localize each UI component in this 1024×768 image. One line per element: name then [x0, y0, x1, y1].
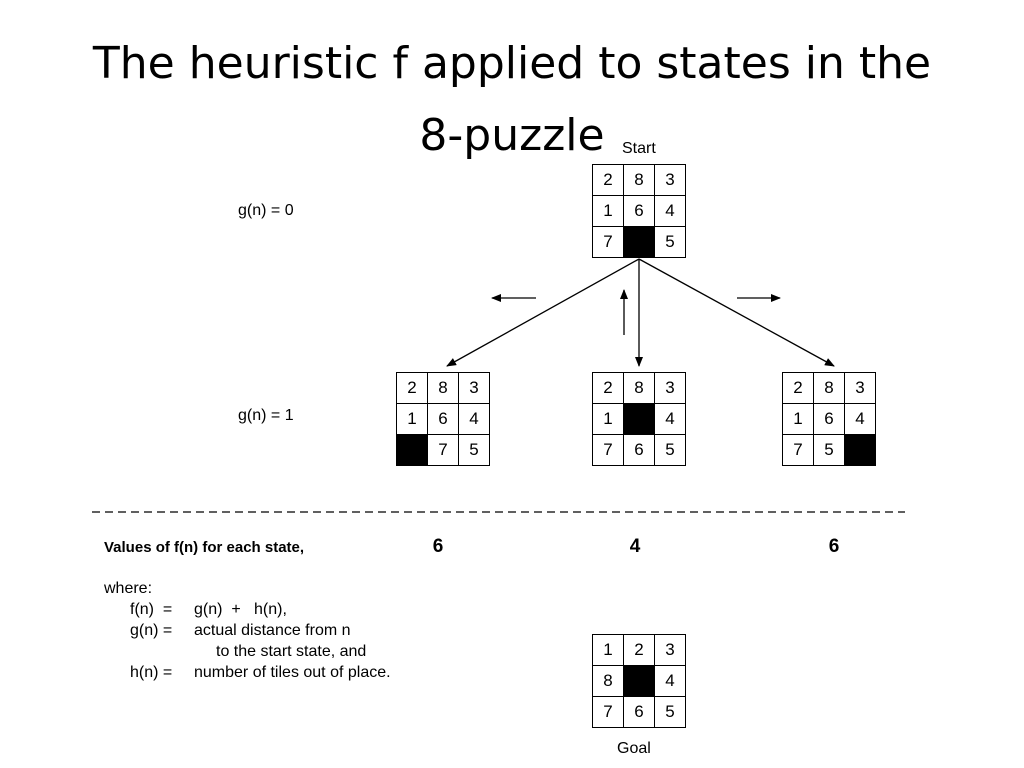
edge-to-left-child [446, 258, 640, 367]
puzzle-tile: 8 [624, 165, 655, 196]
puzzle-tile: 4 [655, 196, 686, 227]
puzzle-tile: 2 [593, 373, 624, 404]
where-heading: where: [104, 580, 153, 597]
puzzle-tile: 7 [593, 697, 624, 728]
blank-tile [397, 435, 428, 466]
title-line-2: 8-puzzle [419, 110, 605, 161]
g-zero-label: g(n) = 0 [238, 202, 294, 219]
g-definition-rhs-1: actual distance from n [194, 622, 351, 639]
slide-title: The heuristic f applied to states in the… [40, 28, 984, 172]
puzzle-tile: 4 [459, 404, 490, 435]
puzzle-tile: 8 [624, 373, 655, 404]
puzzle-tile: 4 [845, 404, 876, 435]
puzzle-tile: 6 [814, 404, 845, 435]
g-definition-lhs: g(n) = [130, 622, 173, 639]
f-value-right: 6 [828, 536, 840, 557]
g-one-label: g(n) = 1 [238, 407, 294, 424]
puzzle-tile: 7 [783, 435, 814, 466]
puzzle-tile: 7 [593, 227, 624, 258]
puzzle-tile: 3 [655, 165, 686, 196]
puzzle-tile: 6 [624, 435, 655, 466]
puzzle-tile: 6 [624, 697, 655, 728]
puzzle-tile: 5 [655, 227, 686, 258]
puzzle-tile: 1 [593, 635, 624, 666]
f-definition-rhs: g(n) + h(n), [194, 601, 287, 618]
h-definition-rhs: number of tiles out of place. [194, 664, 391, 681]
blank-tile [624, 404, 655, 435]
g-definition-rhs-2: to the start state, and [216, 643, 367, 660]
blank-tile [845, 435, 876, 466]
puzzle-tile: 2 [593, 165, 624, 196]
start-label: Start [622, 140, 656, 157]
puzzle-tile: 1 [397, 404, 428, 435]
puzzle-tile: 5 [655, 435, 686, 466]
f-values-caption: Values of f(n) for each state, [104, 539, 305, 556]
puzzle-tile: 2 [624, 635, 655, 666]
puzzle-tile: 2 [783, 373, 814, 404]
title-line-1: The heuristic f applied to states in the [92, 38, 932, 89]
puzzle-tile: 2 [397, 373, 428, 404]
puzzle-tile: 6 [624, 196, 655, 227]
h-definition-lhs: h(n) = [130, 664, 173, 681]
puzzle-tile: 3 [655, 635, 686, 666]
puzzle-tile: 8 [814, 373, 845, 404]
blank-tile [624, 227, 655, 258]
puzzle-tile: 3 [845, 373, 876, 404]
f-value-middle: 4 [629, 536, 641, 557]
puzzle-tile: 4 [655, 404, 686, 435]
f-definition-lhs: f(n) = [130, 601, 173, 618]
puzzle-tile: 5 [655, 697, 686, 728]
f-value-left: 6 [432, 536, 444, 557]
puzzle-tile: 6 [428, 404, 459, 435]
puzzle-tile: 1 [593, 404, 624, 435]
puzzle-tile: 5 [814, 435, 845, 466]
puzzle-tile: 8 [428, 373, 459, 404]
puzzle-tile: 5 [459, 435, 490, 466]
puzzle-tile: 3 [655, 373, 686, 404]
edge-to-right-child [638, 258, 835, 367]
puzzle-tile: 1 [783, 404, 814, 435]
puzzle-tile: 8 [593, 666, 624, 697]
puzzle-tile: 7 [428, 435, 459, 466]
blank-tile [624, 666, 655, 697]
goal-label: Goal [617, 740, 651, 757]
puzzle-tile: 7 [593, 435, 624, 466]
puzzle-tile: 3 [459, 373, 490, 404]
puzzle-tile: 4 [655, 666, 686, 697]
puzzle-tile: 1 [593, 196, 624, 227]
